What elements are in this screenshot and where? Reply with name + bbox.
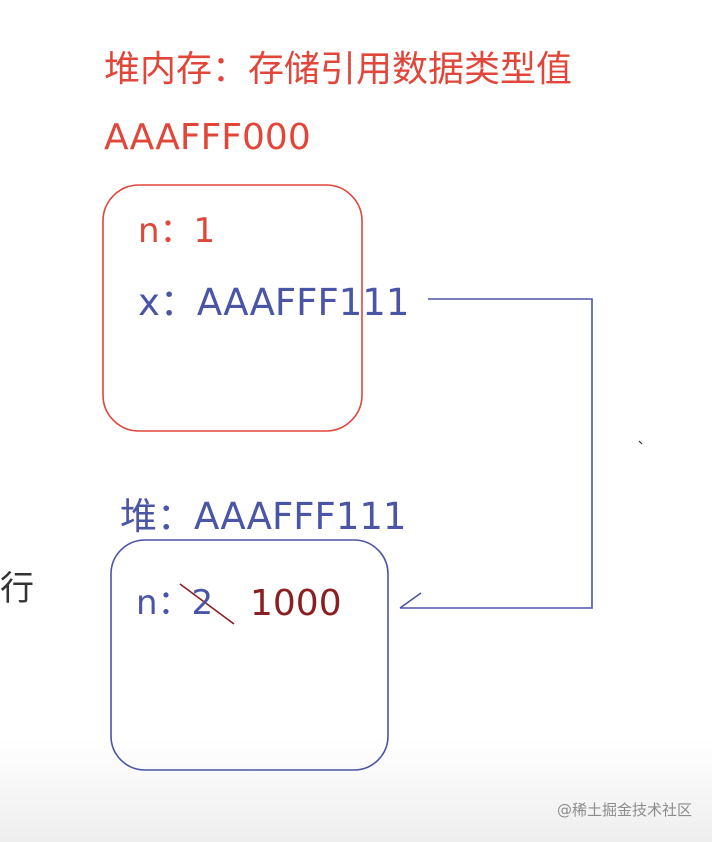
heap2-n-entry-old: n：2 — [136, 583, 214, 623]
stray-mark — [638, 440, 643, 445]
strike-mark — [179, 583, 235, 625]
heap-box-1 — [102, 184, 363, 432]
arrow-head — [399, 592, 422, 609]
heap2-n-new-value: 1000 — [250, 583, 342, 624]
heap1-x-entry: x：AAAFFF111 — [138, 281, 410, 324]
reference-line — [400, 298, 593, 609]
heap-box-2 — [110, 539, 389, 771]
watermark-text: @稀土掘金技术社区 — [557, 801, 693, 819]
page-title: 堆内存：存储引用数据类型值 — [104, 49, 573, 90]
heap-address-2-label: 堆：AAAFFF111 — [120, 495, 407, 538]
heap-address-1: AAAFFF000 — [104, 117, 311, 158]
heap1-n-entry: n：1 — [138, 211, 216, 251]
side-text-fragment: 行 — [0, 569, 34, 609]
